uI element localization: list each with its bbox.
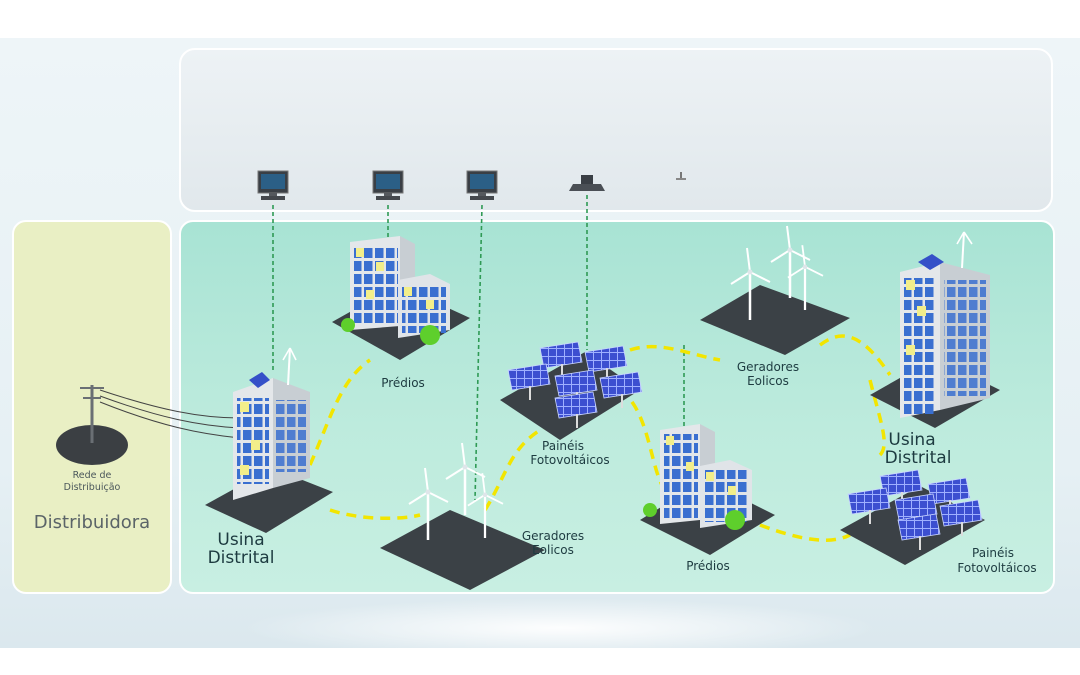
building-icon: [332, 236, 470, 360]
wind-farm: [380, 441, 545, 590]
link-line: [474, 204, 483, 501]
computer-monitor-icon: [257, 170, 289, 201]
smartphone-icon: [676, 172, 686, 180]
paineis-label: Painéis: [972, 546, 1014, 560]
building-icon: [205, 347, 333, 533]
paineis-label: Fotovoltáicos: [530, 453, 609, 467]
laptop-icon: [569, 175, 605, 191]
predios-label: Prédios: [686, 559, 730, 573]
usina-label: Usina: [888, 430, 935, 450]
building-icon: [640, 424, 775, 555]
usina-label: Distrital: [885, 448, 952, 468]
usina-label: Usina: [217, 530, 264, 550]
rede-label: Rede de: [73, 470, 112, 481]
paineis-label: Fotovoltáicos: [957, 561, 1036, 575]
energy-network-path: [308, 334, 892, 542]
wind-farm: [700, 224, 850, 355]
solar-array: [840, 469, 985, 565]
paineis-label: Painéis: [542, 439, 584, 453]
predios-label: Prédios: [381, 376, 425, 390]
wind-turbine-icon: [444, 441, 487, 517]
utility-pole-icon: [56, 385, 128, 465]
computer-monitor-icon: [466, 170, 498, 201]
distribuidora-label: Distribuidora: [34, 512, 150, 533]
computer-monitor-icon: [372, 170, 404, 201]
building-icon: [870, 231, 1000, 428]
geradores-label: Eolicos: [532, 543, 574, 557]
distribuicao-label: Distribuição: [64, 482, 121, 493]
solar-array: [500, 341, 643, 440]
geradores-label: Geradores: [737, 360, 799, 374]
geradores-label: Eolicos: [747, 374, 789, 388]
geradores-label: Geradores: [522, 529, 584, 543]
control-panel: [179, 48, 1053, 212]
usina-label: Distrital: [208, 548, 275, 568]
